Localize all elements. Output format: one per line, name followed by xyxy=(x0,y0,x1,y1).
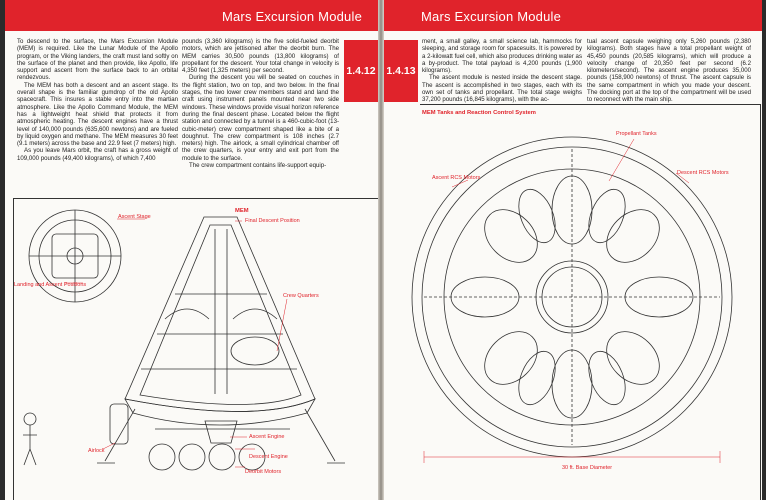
paragraph: The ascent module is nested inside the d… xyxy=(422,74,582,104)
figure-frame-right xyxy=(760,104,761,500)
callout-descent-rcs-motors: Descent RCS Motors xyxy=(677,170,729,176)
left-page-number-tab: 1.4.12 xyxy=(344,40,378,102)
figure-divider xyxy=(13,198,378,199)
callout-crew-quarters: Crew Quarters xyxy=(283,293,319,299)
paragraph: To descend to the surface, the Mars Excu… xyxy=(17,38,178,82)
callout-airlock: Airlock xyxy=(88,448,105,454)
left-page-header: Mars Excursion Module xyxy=(5,0,378,31)
callout-ascent-rcs-motors: Ascent RCS Motors xyxy=(432,175,481,181)
figure-frame-left xyxy=(13,198,14,500)
paragraph: During the descent you will be seated on… xyxy=(182,74,339,162)
callout-ascent-stage: Ascent Stage xyxy=(118,214,151,220)
paragraph: The crew compartment contains life-suppo… xyxy=(189,162,327,170)
paragraph: The MEM has both a descent and an ascent… xyxy=(17,81,178,148)
mem-figure-title: MEM xyxy=(235,208,249,214)
callout-landing-ascent-positions: Landing and Ascent Positions xyxy=(14,282,87,288)
paragraph: As you leave Mars orbit, the craft has a… xyxy=(17,147,178,162)
left-page-title: Mars Excursion Module xyxy=(221,9,362,24)
figure-divider xyxy=(420,104,760,105)
right-page-header: Mars Excursion Module xyxy=(384,0,762,31)
left-text-column-1: To descend to the surface, the Mars Excu… xyxy=(17,38,178,162)
mem-cutaway-illustration xyxy=(23,209,345,471)
book-gutter xyxy=(378,0,384,500)
paragraph: ment, a small galley, a small science la… xyxy=(422,38,582,75)
right-page: Mars Excursion Module 1.4.13 ment, a sma… xyxy=(384,0,762,500)
callout-deorbit-motors: Deorbit Motors xyxy=(245,469,282,475)
callout-propellant-tanks: Propellant Tanks xyxy=(616,131,657,137)
paragraph: pounds (3,360 kilograms) is the five sol… xyxy=(182,38,339,75)
right-text-column-1: ment, a small galley, a small science la… xyxy=(422,38,582,104)
callout-base-diameter: 30 ft. Base Diameter xyxy=(562,465,613,471)
right-page-number-tab: 1.4.13 xyxy=(384,40,418,102)
tanks-rcs-diagram xyxy=(411,136,733,463)
paragraph: tual ascent capsule weighing only 5,260 … xyxy=(587,38,751,104)
callout-descent-engine: Descent Engine xyxy=(249,454,288,460)
callout-ascent-engine: Ascent Engine xyxy=(249,434,285,440)
callout-final-descent-position: Final Descent Position xyxy=(245,218,300,224)
right-page-title: Mars Excursion Module xyxy=(421,9,562,24)
tanks-figure-title: MEM Tanks and Reaction Control System xyxy=(422,110,536,116)
right-text-column-2: tual ascent capsule weighing only 5,260 … xyxy=(587,38,751,104)
left-page: Mars Excursion Module 1.4.12 To descend … xyxy=(5,0,378,500)
left-text-column-2: pounds (3,360 kilograms) is the five sol… xyxy=(182,38,339,169)
